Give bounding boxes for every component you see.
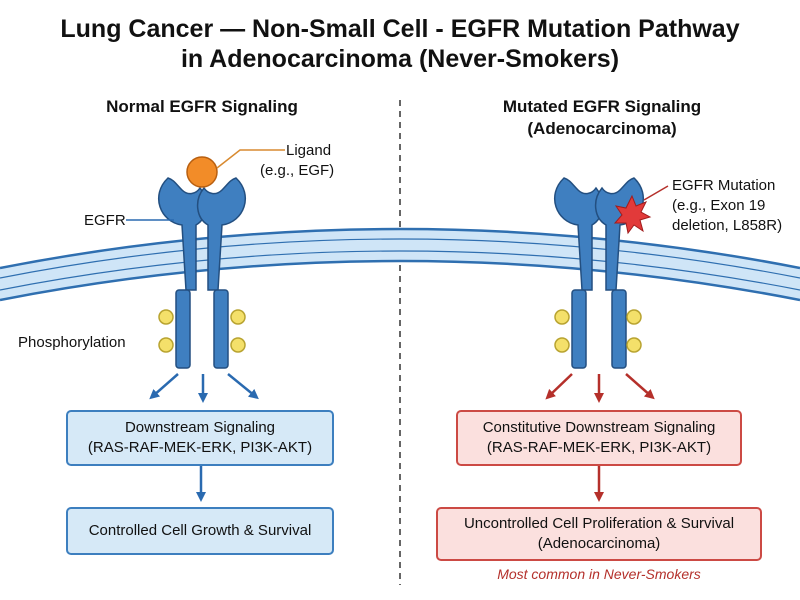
- mutated-signaling-subheading: (Adenocarcinoma): [527, 119, 677, 138]
- phosphorylation-label: Phosphorylation: [18, 334, 126, 351]
- constitutive-signaling-pathways: (RAS-RAF-MEK-ERK, PI3K-AKT): [486, 439, 712, 456]
- never-smokers-note: Most common in Never-Smokers: [497, 566, 701, 582]
- diagram-title-line-1: Lung Cancer — Non-Small Cell - EGFR Muta…: [60, 15, 740, 43]
- egfr-normal-receptor: [157, 177, 247, 369]
- phosphate-groups-left: [158, 309, 246, 353]
- phosphate-groups-right: [554, 309, 642, 353]
- uncontrolled-proliferation-subtitle: (Adenocarcinoma): [537, 535, 661, 552]
- constitutive-signaling-title: Constitutive Downstream Signaling: [482, 419, 716, 436]
- controlled-growth-text: Controlled Cell Growth & Survival: [88, 522, 312, 539]
- normal-signal-arrows: [149, 373, 259, 502]
- mutation-star-icon: [613, 194, 652, 235]
- constitutive-signaling-box: Constitutive Downstream Signaling (RAS-R…: [456, 410, 742, 466]
- uncontrolled-proliferation-box: Uncontrolled Cell Proliferation & Surviv…: [436, 507, 762, 561]
- ligand-example-label: (e.g., EGF): [260, 162, 335, 179]
- mutated-signal-arrows: [545, 373, 655, 502]
- normal-signaling-heading: Normal EGFR Signaling: [106, 97, 298, 116]
- egfr-mutation-label: EGFR Mutation: [672, 177, 776, 194]
- egfr-mutation-example-1: (e.g., Exon 19: [672, 197, 766, 214]
- mutated-signaling-heading: Mutated EGFR Signaling: [502, 97, 702, 116]
- cell-membrane: [0, 227, 800, 302]
- downstream-signaling-title: Downstream Signaling: [124, 419, 276, 436]
- mutation-leader-line: [643, 185, 669, 201]
- egfr-mutation-example-2: deletion, L858R): [672, 217, 783, 234]
- controlled-growth-box: Controlled Cell Growth & Survival: [66, 507, 334, 555]
- ligand-label: Ligand: [286, 142, 332, 159]
- diagram-title-line-2: in Adenocarcinoma (Never-Smokers): [180, 45, 620, 73]
- downstream-signaling-pathways: (RAS-RAF-MEK-ERK, PI3K-AKT): [87, 439, 313, 456]
- uncontrolled-proliferation-title: Uncontrolled Cell Proliferation & Surviv…: [463, 515, 735, 532]
- downstream-signaling-box: Downstream Signaling (RAS-RAF-MEK-ERK, P…: [66, 410, 334, 466]
- ligand-leader-line: [216, 149, 285, 169]
- egfr-label: EGFR: [84, 212, 126, 229]
- ligand-ball: [186, 156, 218, 188]
